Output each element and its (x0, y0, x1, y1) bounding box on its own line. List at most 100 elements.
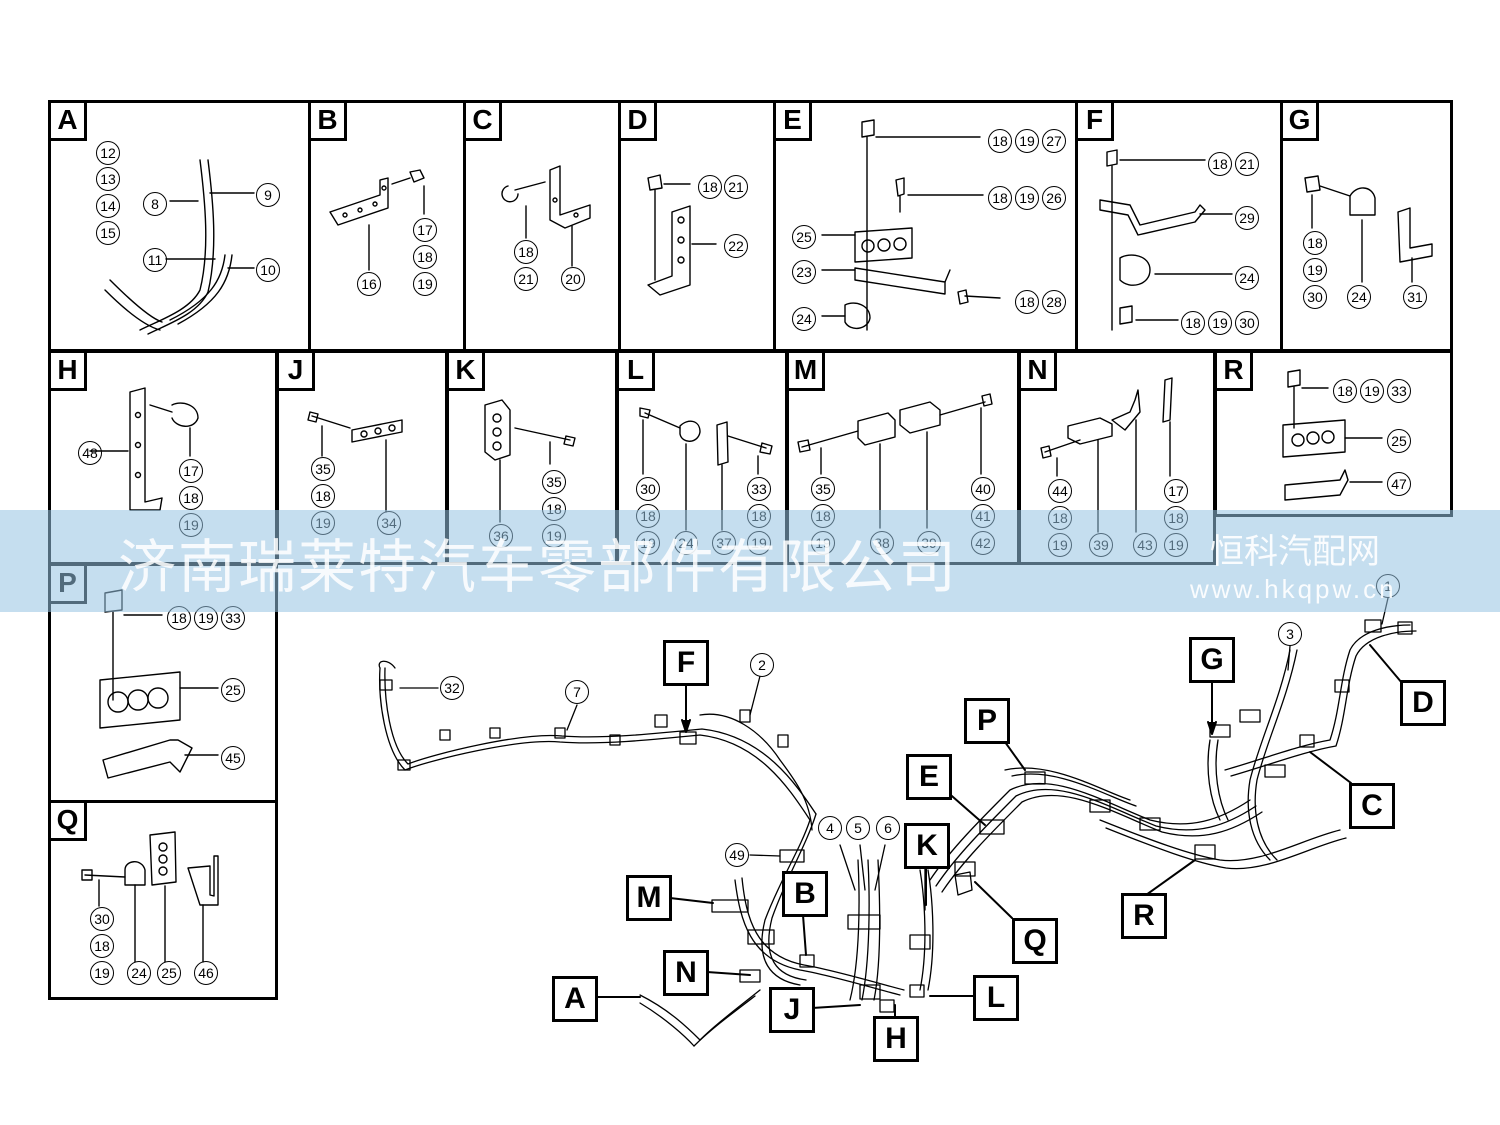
bracket (102, 739, 193, 779)
part-number: 11 (143, 248, 167, 272)
part-number: 47 (1387, 472, 1411, 496)
clamp-block (484, 399, 511, 461)
part-number: 25 (157, 961, 181, 985)
part-number: 19 (413, 272, 437, 296)
part-number: 22 (724, 234, 748, 258)
part-number: 25 (1387, 429, 1411, 453)
clamp-block (351, 419, 403, 443)
part-number: 46 (194, 961, 218, 985)
panel-b: B 17 18 19 16 (308, 100, 466, 352)
part-number: 35 (542, 470, 566, 494)
part-number: 21 (1235, 152, 1259, 176)
part-number: 33 (747, 477, 771, 501)
part-number: 30 (1303, 285, 1327, 309)
part-number: 4 (818, 816, 842, 840)
bracket (1111, 389, 1141, 431)
bracket (187, 855, 219, 906)
part-number: 30 (90, 907, 114, 931)
panel-label: N (1021, 353, 1057, 391)
part-number: 33 (1387, 379, 1411, 403)
panel-label: H (51, 353, 87, 391)
callout-r: R (1121, 893, 1167, 939)
part-number: 30 (636, 477, 660, 501)
panel-d: D 18 21 22 (618, 100, 776, 352)
clamp-block (149, 831, 177, 886)
part-number: 18 (988, 129, 1012, 153)
part-number: 18 (1015, 290, 1039, 314)
clamp-block (1067, 417, 1113, 445)
part-number: 24 (792, 307, 816, 331)
part-number: 30 (1235, 311, 1259, 335)
part-number: 18 (1333, 379, 1357, 403)
part-number: 2 (750, 653, 774, 677)
part-number: 19 (1303, 258, 1327, 282)
part-number: 9 (256, 183, 280, 207)
watermark-company: 济南瑞莱特汽车零部件有限公司 (118, 533, 959, 601)
panel-label: J (279, 353, 315, 391)
hose (177, 254, 233, 325)
callout-j: J (769, 987, 815, 1033)
part-number: 44 (1048, 479, 1072, 503)
part-number: 18 (514, 240, 538, 264)
bracket (1284, 469, 1349, 501)
part-number: 18 (179, 486, 203, 510)
part-number: 19 (1015, 186, 1039, 210)
part-number: 15 (96, 221, 120, 245)
callout-c: C (1349, 783, 1395, 829)
bracket (1397, 207, 1433, 263)
panel-label: C (466, 103, 502, 141)
part-number: 27 (1042, 129, 1066, 153)
part-number: 48 (78, 441, 102, 465)
panel-label: M (789, 353, 825, 391)
part-number: 35 (311, 457, 335, 481)
panel-label: Q (51, 803, 87, 841)
watermark-site-name: 恒科汽配网 (1210, 532, 1380, 572)
callout-q: Q (1012, 918, 1058, 964)
callout-d: D (1400, 680, 1446, 726)
part-number: 16 (357, 272, 381, 296)
callout-e: E (906, 754, 952, 800)
part-number: 6 (876, 816, 900, 840)
callout-arrows (596, 644, 1403, 1017)
hose (139, 159, 207, 331)
panel-label: A (51, 103, 87, 141)
part-number: 10 (256, 258, 280, 282)
part-number: 25 (221, 678, 245, 702)
panel-c: C 18 21 20 (463, 100, 621, 352)
part-number: 26 (1042, 186, 1066, 210)
part-number: 13 (96, 167, 120, 191)
hose (169, 254, 226, 321)
part-number: 19 (90, 961, 114, 985)
callout-h: H (873, 1016, 919, 1062)
clamp-block (857, 412, 896, 446)
panel-label: G (1283, 103, 1319, 141)
part-number: 18 (988, 186, 1012, 210)
panel-label: L (619, 353, 655, 391)
part-number: 19 (1360, 379, 1384, 403)
callout-l: L (973, 975, 1019, 1021)
part-number: 20 (561, 267, 585, 291)
part-number: 24 (1235, 266, 1259, 290)
part-number: 18 (311, 484, 335, 508)
panel-label: E (776, 103, 812, 141)
bracket (1099, 199, 1206, 236)
panel-f: F 18 21 29 24 18 19 30 (1075, 100, 1283, 352)
part-number: 19 (1015, 129, 1039, 153)
part-number: 28 (1042, 290, 1066, 314)
hose (104, 289, 161, 331)
callout-k: K (904, 823, 950, 869)
panel-label: R (1217, 353, 1253, 391)
clamp-block (1282, 419, 1346, 458)
part-number: 35 (811, 477, 835, 501)
part-number: 14 (96, 194, 120, 218)
part-number: 29 (1235, 206, 1259, 230)
hose (109, 279, 163, 323)
part-number: 31 (1403, 285, 1427, 309)
part-number: 49 (725, 843, 749, 867)
callout-f: F (663, 640, 709, 686)
bracket (549, 165, 591, 229)
part-number: 7 (565, 680, 589, 704)
part-number: 3 (1278, 622, 1302, 646)
panel-label: K (449, 353, 485, 391)
